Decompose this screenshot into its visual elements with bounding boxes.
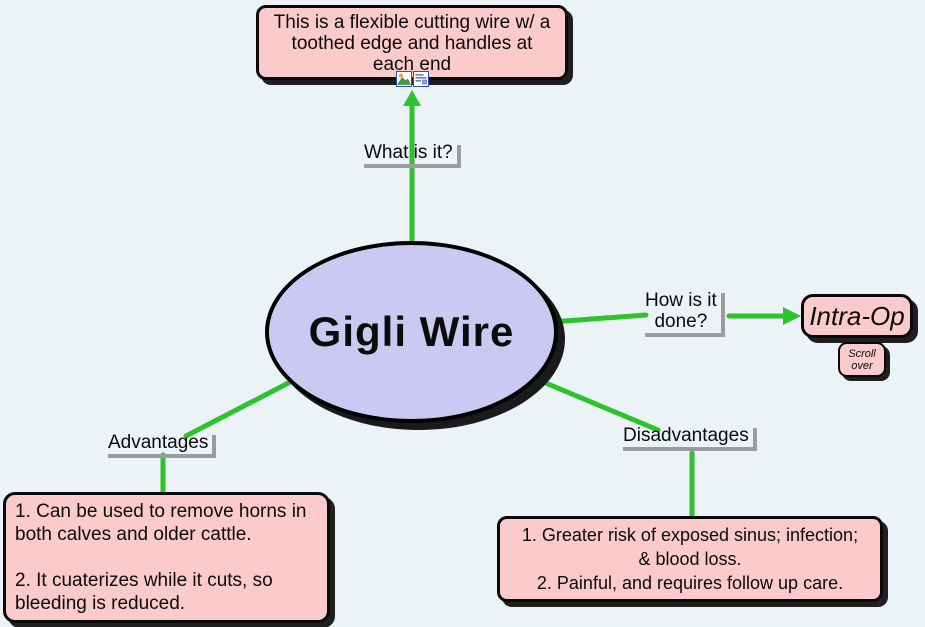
image-attachment-icon[interactable] (396, 71, 412, 87)
link-label-text: What is it? (364, 142, 453, 163)
advantages-line: 2. It cuaterizes while it cuts, so (15, 570, 273, 591)
advantages-line: 1. Can be used to remove horns in (15, 501, 307, 522)
intra-op-label: Intra-Op (809, 300, 905, 331)
scroll-over-line: over (851, 360, 873, 372)
link-label-advantages[interactable]: Advantages (104, 431, 212, 454)
scroll-over-line: Scroll (848, 348, 876, 360)
link-label-disadvantages[interactable]: Disadvantages (619, 424, 753, 447)
link-label-what-is-it[interactable]: What is it? (360, 141, 457, 164)
link-label-text: How is it (645, 290, 717, 311)
advantages-line: bleeding is reduced. (15, 593, 186, 614)
advantages-node[interactable]: 1. Can be used to remove horns in both c… (3, 492, 330, 623)
link-label-how-is-it-done[interactable]: How is it done? (641, 289, 721, 333)
definition-line: each end (372, 54, 452, 75)
attachment-icons (396, 71, 429, 87)
note-attachment-icon[interactable] (413, 71, 429, 87)
advantages-line: both calves and older cattle. (15, 524, 252, 545)
definition-node[interactable]: This is a flexible cutting wire w/ a too… (256, 5, 568, 80)
arrowhead-what-is-it (403, 90, 421, 106)
main-topic-ellipse[interactable]: Gigli Wire (265, 241, 558, 423)
disadvantages-line: & blood loss. (638, 549, 742, 569)
link-label-text: done? (654, 311, 708, 332)
link-line-how-done-left[interactable] (548, 312, 649, 325)
main-topic-label: Gigli Wire (308, 308, 515, 355)
link-label-text: Disadvantages (623, 425, 749, 446)
link-label-text: Advantages (108, 432, 209, 453)
disadvantages-line: 2. Painful, and requires follow up care. (536, 573, 844, 593)
link-line-disadvantages-diagonal[interactable] (533, 376, 661, 433)
advantages-line (15, 546, 318, 569)
arrowhead-how-done (783, 307, 801, 325)
disadvantages-node[interactable]: 1. Greater risk of exposed sinus; infect… (497, 516, 883, 602)
disadvantages-line: 1. Greater risk of exposed sinus; infect… (521, 525, 859, 545)
scroll-over-node[interactable]: Scroll over (838, 342, 886, 377)
definition-line: This is a flexible cutting wire w/ a (273, 12, 551, 33)
definition-line: toothed edge and handles at (291, 33, 533, 54)
link-line-advantages-diagonal[interactable] (183, 376, 299, 439)
intra-op-node[interactable]: Intra-Op (801, 294, 913, 338)
